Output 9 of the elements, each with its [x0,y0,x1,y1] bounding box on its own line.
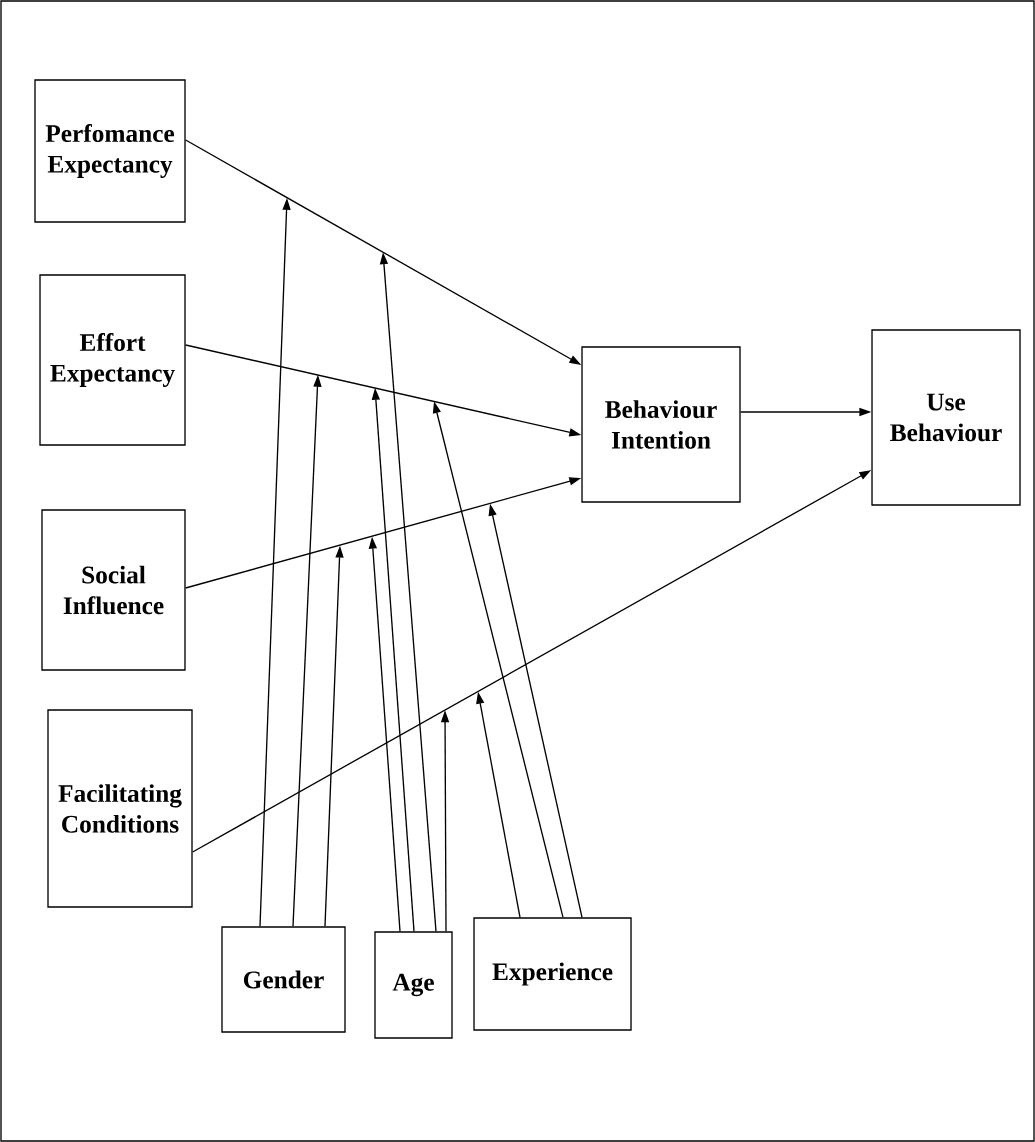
box: Gender [221,926,346,1033]
box: Perfomance Expectancy [34,79,186,223]
box: Social Influence [41,509,186,671]
box: Behaviour Intention [581,346,741,503]
box: Facilitating Conditions [47,709,193,908]
box: Experience [473,917,632,1031]
box: Age [374,931,453,1039]
box: Effort Expectancy [39,274,186,446]
box: Use Behaviour [871,329,1021,506]
